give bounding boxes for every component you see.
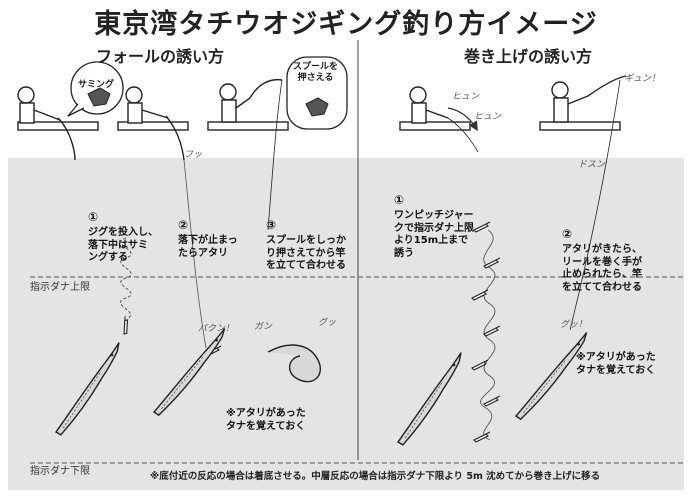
angler-2 (125, 86, 185, 161)
reel-step-2-number: ② (562, 227, 573, 241)
bottom-note: ※底付近の反応の場合は着底させる。中層反応の場合は指示ダナ下限より 5m 沈めて… (150, 471, 601, 482)
boat-rail-right (399, 121, 621, 131)
thumbing-bubble-label: サミング (78, 80, 115, 90)
onomatopoeia-hyun-2: ヒュン (474, 112, 502, 122)
diagram-title: 東京湾タチウオジギング釣り方イメージ (94, 9, 598, 40)
onomatopoeia-fu: フッ (184, 150, 203, 160)
onomatopoeia-gyun: ギュン！ (624, 74, 661, 84)
fall-step-2: ② 落下が止まっ たらアタリ (178, 193, 238, 273)
angler-4 (409, 86, 479, 153)
onomatopoeia-pakun: パクン！ (198, 324, 235, 334)
reel-step-2: ② アタリがきたら、 リールを巻く手が 止められたら、竿 を立てて合わせる (562, 202, 642, 307)
reel-step-1-text: ワンピッチジャー クで指示ダナ上限 より15m上まで 誘う (394, 210, 474, 259)
lower-depth-label: 指示ダナ下限 (30, 466, 90, 477)
fall-step-2-text: 落下が止まっ たらアタリ (178, 235, 238, 259)
upper-depth-label: 指示ダナ上限 (30, 282, 90, 293)
fall-memory-note: ※アタリがあった タナを覚えておく (226, 408, 306, 432)
fall-step-3-number: ③ (266, 218, 277, 232)
reel-memory-note: ※アタリがあった タナを覚えておく (576, 352, 656, 376)
angler-3 (219, 78, 283, 231)
fall-step-3: ③ スプールをしっか り押さえてから竿 を立てて合わせる (266, 193, 346, 285)
fish-3-curled (267, 344, 321, 383)
onomatopoeia-dosun: ドスン (578, 160, 606, 170)
thumbing-bubble-tail (67, 103, 85, 117)
onomatopoeia-gan: ガン (254, 322, 273, 332)
onomatopoeia-hyun-1: ヒュン (452, 92, 480, 102)
onomatopoeia-gu: グッ (318, 318, 337, 328)
fall-zigzag-line (119, 237, 132, 319)
cast-arrow (447, 107, 478, 132)
fall-section-heading: フォールの誘い方 (96, 47, 225, 66)
angler-1 (17, 86, 76, 161)
reel-section-heading: 巻き上げの誘い方 (464, 47, 593, 66)
reel-icon-right (305, 97, 329, 117)
reel-step-1: ① ワンピッチジャー クで指示ダナ上限 より15m上まで 誘う (394, 168, 474, 273)
boat-rail-left (17, 121, 289, 131)
fall-step-1-number: ① (88, 210, 99, 224)
onomatopoeia-gu-2: グッ！ (560, 320, 588, 330)
fall-step-2-number: ② (178, 218, 189, 232)
reel-step-1-number: ① (394, 193, 405, 207)
press-spool-bubble-label: スプールを 押さえる (293, 62, 339, 84)
angler-5 (551, 75, 627, 331)
fall-step-1-text: ジグを投入し、 落下中はサミ ングする (88, 227, 158, 263)
thumbing-bubble-circle (70, 61, 124, 115)
fall-line-2 (183, 159, 207, 349)
reel-icon-left (87, 87, 111, 107)
fall-step-3-text: スプールをしっか り押さえてから竿 を立てて合わせる (266, 235, 346, 271)
press-bubble-box (286, 56, 348, 130)
fall-step-1: ① ジグを投入し、 落下中はサミ ングする (88, 185, 158, 277)
reel-step-2-text: アタリがきたら、 リールを巻く手が 止められたら、竿 を立てて合わせる (562, 244, 642, 293)
